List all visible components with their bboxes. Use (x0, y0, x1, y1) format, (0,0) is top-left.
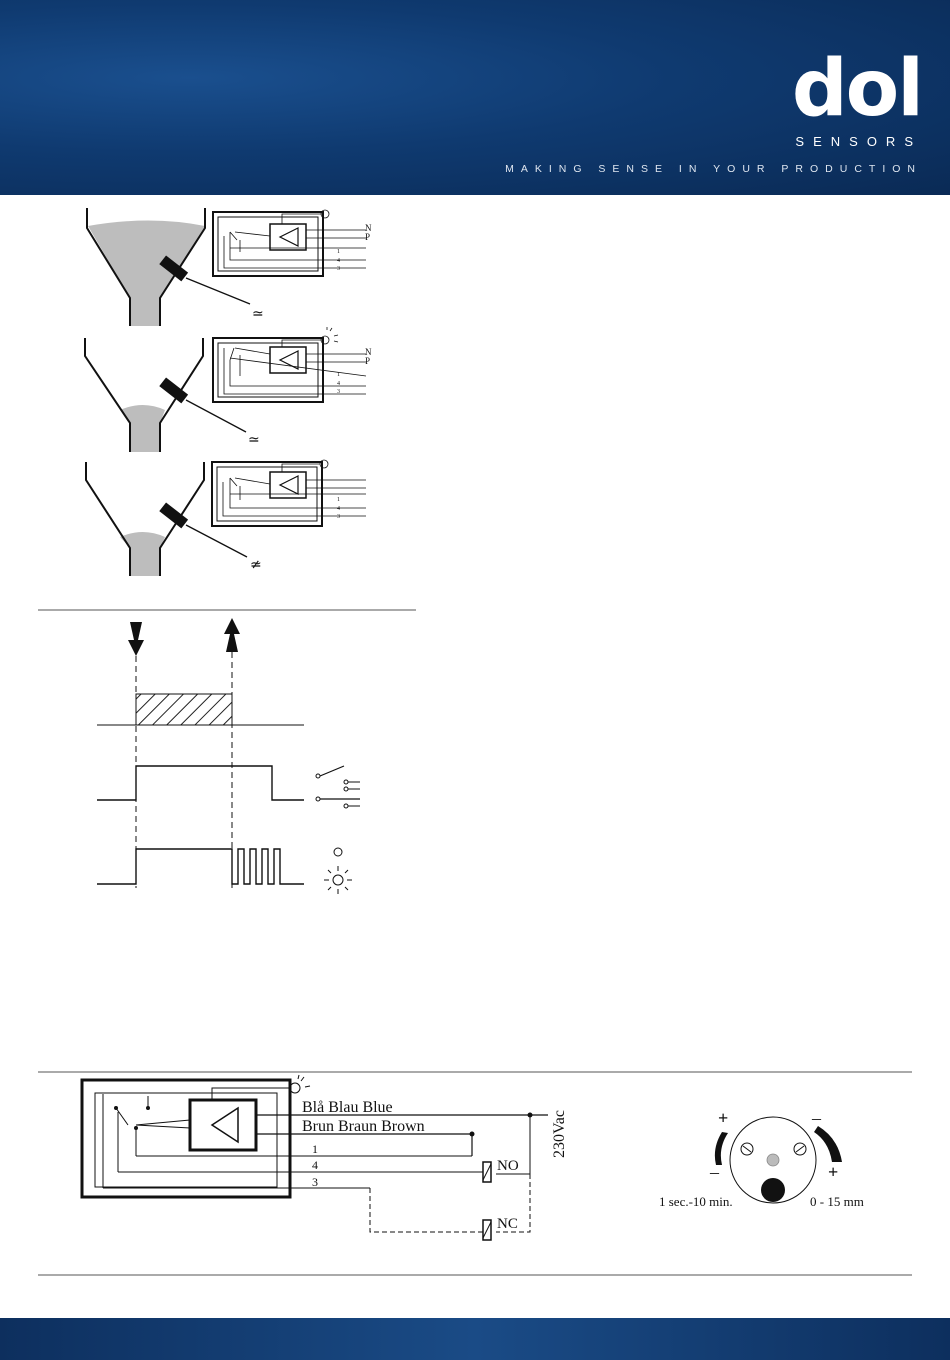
arrow-up-icon (224, 618, 240, 652)
wiring-diagram: Blå Blau Blue Brun Braun Brown 1 4 3 230… (38, 1072, 912, 1275)
relay-no-label: NO (497, 1158, 519, 1174)
time-screw-icon (741, 1143, 753, 1155)
led-off-icon (334, 848, 342, 856)
amplifier-box (270, 224, 306, 250)
voltage-label: 230Vac (551, 1110, 568, 1158)
terminal-p: P (365, 232, 370, 242)
no-signal-symbol: ≄ (250, 558, 262, 573)
time-plus: + (718, 1108, 728, 1128)
wire-3-label: 3 (312, 1175, 318, 1189)
led-output-signal (97, 849, 304, 884)
distance-minus: – (811, 1108, 822, 1128)
relay-contact-icon (316, 766, 360, 808)
relay-nc-label: NC (497, 1216, 518, 1232)
led-rays (298, 1075, 310, 1087)
terminal-4: 4 (337, 506, 340, 512)
terminal-3: 3 (337, 266, 340, 272)
terminal-1: 1 (337, 372, 340, 378)
cable-entry (761, 1178, 785, 1202)
amplifier-box (270, 347, 306, 373)
panel-hopper-low: ≄ 1 4 3 (86, 460, 366, 576)
sensor-body (159, 377, 188, 403)
terminal-3: 3 (337, 514, 340, 520)
signal-symbol: ≃ (248, 433, 260, 448)
terminal-1: 1 (337, 249, 340, 255)
time-range-label: 1 sec.-10 min. (659, 1194, 733, 1209)
signal-symbol: ≃ (252, 307, 264, 322)
time-minus: – (709, 1162, 720, 1182)
wire-blue-label: Blå Blau Blue (302, 1099, 393, 1116)
sensor-cable (186, 278, 250, 304)
sensor-body (159, 502, 188, 528)
wire-3-dashed (370, 1188, 484, 1232)
material-presence-bar (136, 694, 232, 725)
indicator-led (767, 1154, 779, 1166)
arrow-down-icon (128, 622, 144, 656)
sensor-cable (186, 400, 246, 432)
led-on-icon (324, 866, 352, 894)
terminal-4: 4 (337, 258, 340, 264)
sensor-box-outer (82, 1080, 290, 1197)
terminal-3: 3 (337, 389, 340, 395)
hopper-material-low (120, 532, 165, 576)
sensor-cable (186, 525, 247, 557)
wire-4-label: 4 (312, 1158, 318, 1172)
adjustment-panel: + – – + 1 sec.-10 min. 0 - 15 mm (659, 1108, 864, 1209)
footer-band (0, 1318, 950, 1360)
wire-1-label: 1 (312, 1142, 318, 1156)
terminal-4: 4 (337, 381, 340, 387)
hopper-material-partial (120, 405, 165, 452)
panel-hopper-full: ≃ N P 1 4 3 (87, 208, 372, 326)
wire-brown-label: Brun Braun Brown (302, 1118, 425, 1135)
panel-hopper-partial: ≃ N P 1 4 3 (85, 327, 372, 452)
terminal-p: P (365, 356, 370, 366)
wire-brown (256, 1134, 472, 1156)
distance-screw-icon (794, 1143, 806, 1155)
relay-output-signal (97, 766, 304, 800)
timing-diagram (38, 610, 416, 894)
distance-plus: + (828, 1162, 838, 1182)
distance-adjust-arc (814, 1126, 842, 1162)
time-adjust-arc (715, 1132, 728, 1165)
distance-range-label: 0 - 15 mm (810, 1194, 864, 1209)
terminal-1: 1 (337, 497, 340, 503)
amplifier-box (190, 1100, 256, 1150)
